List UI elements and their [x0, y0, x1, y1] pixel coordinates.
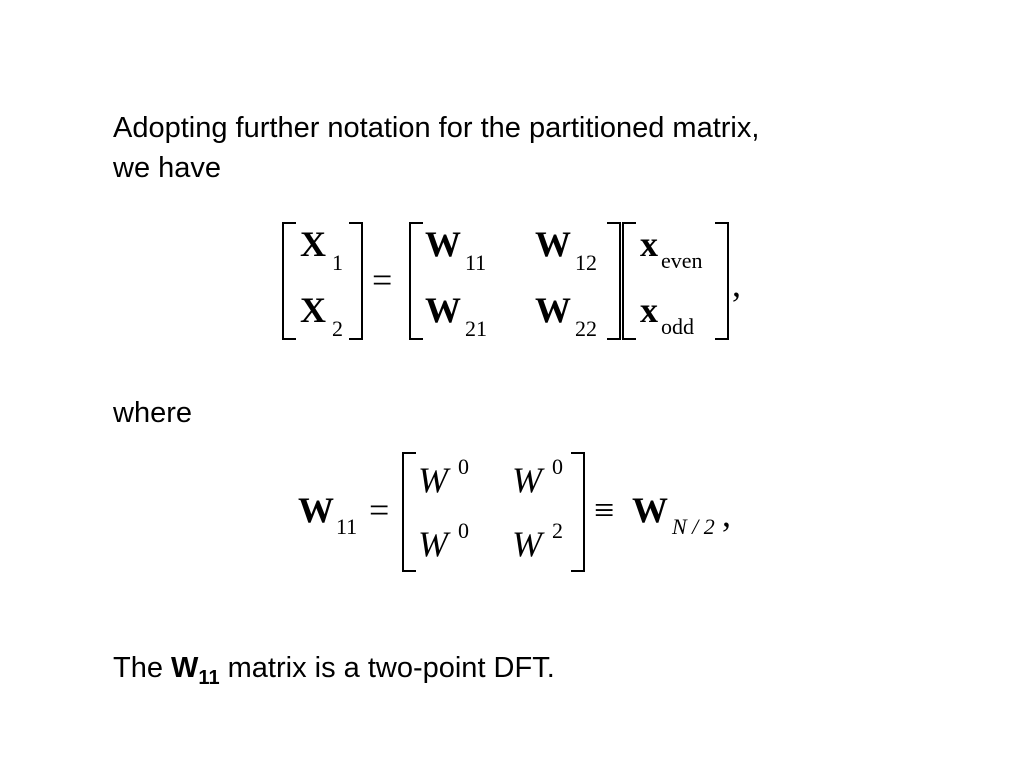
eq2-rhs-subscript: N / 2: [672, 514, 715, 539]
eq2-m22-symbol: W: [512, 524, 542, 564]
w11-symbol: W: [425, 224, 461, 264]
eq2-trailing-comma: ,: [722, 494, 731, 534]
w21-symbol: W: [425, 290, 461, 330]
x-odd-subscript: odd: [661, 314, 694, 339]
x-vector-right-bracket: [715, 222, 729, 340]
eq2-matrix-left-bracket: [402, 452, 416, 572]
eq2-m11-symbol: W: [418, 460, 448, 500]
lhs-x1-subscript: 1: [332, 250, 343, 275]
w22-subscript: 22: [575, 316, 597, 341]
w11-subscript: 11: [465, 250, 487, 275]
lhs-x1-symbol: X: [300, 224, 326, 264]
eq2-m21-symbol: W: [418, 524, 448, 564]
conclusion-text: The W11 matrix is a two-point DFT.: [113, 648, 555, 698]
eq2-equals-sign: =: [369, 490, 390, 530]
intro-text: Adopting further notation for the partit…: [113, 108, 913, 188]
x-vector-left-bracket: [622, 222, 636, 340]
lhs-left-bracket: [282, 222, 296, 340]
eq2-m22-superscript: 2: [552, 518, 563, 543]
lhs-right-bracket: [349, 222, 363, 340]
equals-sign: =: [372, 260, 393, 300]
lhs-x2-symbol: X: [300, 290, 326, 330]
x-even-subscript: even: [661, 248, 703, 273]
eq2-m12-superscript: 0: [552, 454, 563, 479]
eq1-trailing-comma: ,: [732, 264, 741, 304]
eq2-rhs-symbol: W: [632, 490, 668, 530]
equivalence-sign: ≡: [594, 490, 615, 530]
w-matrix-right-bracket: [607, 222, 621, 340]
conclusion-subscript: 11: [198, 667, 220, 689]
eq2-lhs-subscript: 11: [336, 514, 358, 539]
w21-subscript: 21: [465, 316, 487, 341]
eq2-matrix-right-bracket: [571, 452, 585, 572]
lhs-x2-subscript: 2: [332, 316, 343, 341]
w12-symbol: W: [535, 224, 571, 264]
eq2-m12-symbol: W: [512, 460, 542, 500]
intro-line-1: Adopting further notation for the partit…: [113, 112, 760, 144]
w22-symbol: W: [535, 290, 571, 330]
conclusion-symbol: W: [171, 652, 199, 684]
w-matrix-left-bracket: [409, 222, 423, 340]
x-even-symbol: x: [640, 224, 658, 264]
intro-line-2: we have: [113, 152, 222, 184]
x-odd-symbol: x: [640, 290, 658, 330]
w12-subscript: 12: [575, 250, 597, 275]
conclusion-pre: The: [113, 652, 163, 684]
eq2-m21-superscript: 0: [458, 518, 469, 543]
eq2-m11-superscript: 0: [458, 454, 469, 479]
conclusion-post: matrix is a two-point DFT.: [227, 652, 555, 684]
where-text: where: [113, 397, 192, 429]
eq2-lhs-symbol: W: [298, 490, 334, 530]
